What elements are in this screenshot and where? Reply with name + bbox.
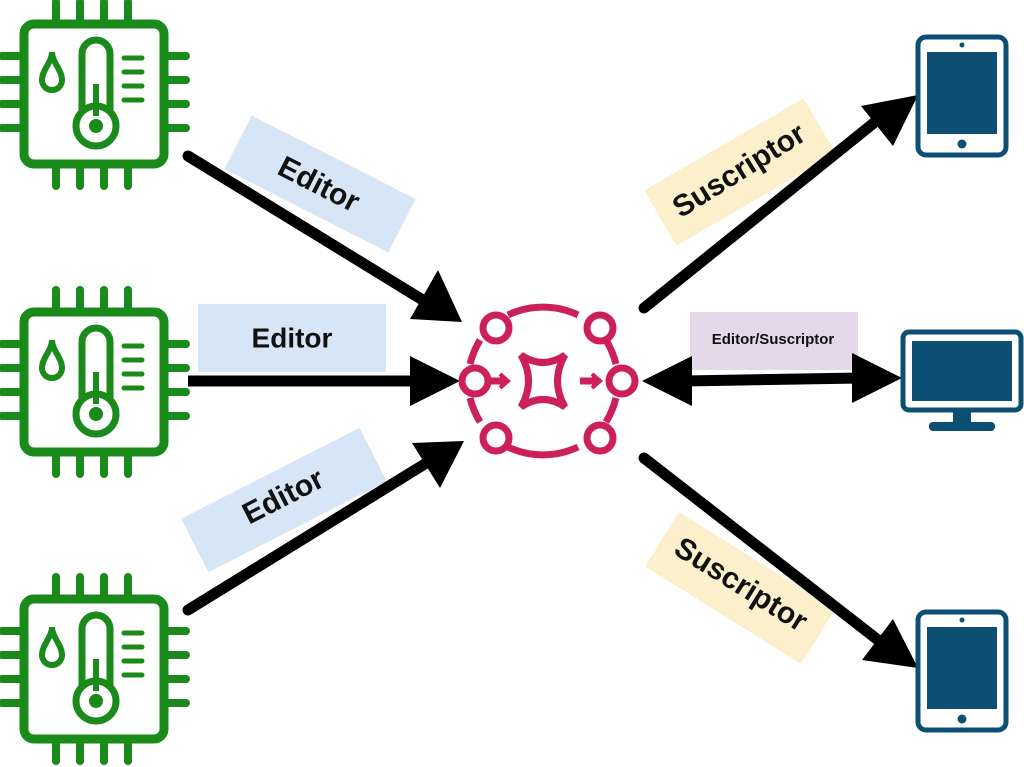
bidirectional-label: Editor/Suscriptor <box>712 331 835 348</box>
subscriber-arrow-top <box>638 95 918 314</box>
tablet-icon <box>918 612 1006 730</box>
temperature-sensor-chip-icon <box>2 290 186 474</box>
publisher-arrow-bottom <box>182 441 464 616</box>
subscriber-label-top-bg <box>644 98 836 246</box>
publisher-label-top-bg <box>224 115 416 253</box>
tablet-icon <box>918 37 1006 155</box>
publisher-label-middle: Editor <box>252 322 333 353</box>
subscriber-label-bottom-bg <box>645 512 835 664</box>
publisher-arrow-top <box>182 150 462 322</box>
temperature-sensor-chip-icon <box>2 2 186 186</box>
desktop-monitor-icon <box>903 332 1021 431</box>
subscriber-arrow-bottom <box>638 452 918 668</box>
publisher-label-middle-bg <box>198 304 386 372</box>
publisher-arrow-middle <box>188 356 460 406</box>
message-broker-icon <box>458 303 639 459</box>
bidirectional-arrow <box>642 353 902 406</box>
temperature-sensor-chip-icon <box>2 577 186 761</box>
bidirectional-label-bg <box>690 312 858 370</box>
publisher-label-bottom-bg <box>181 427 387 573</box>
